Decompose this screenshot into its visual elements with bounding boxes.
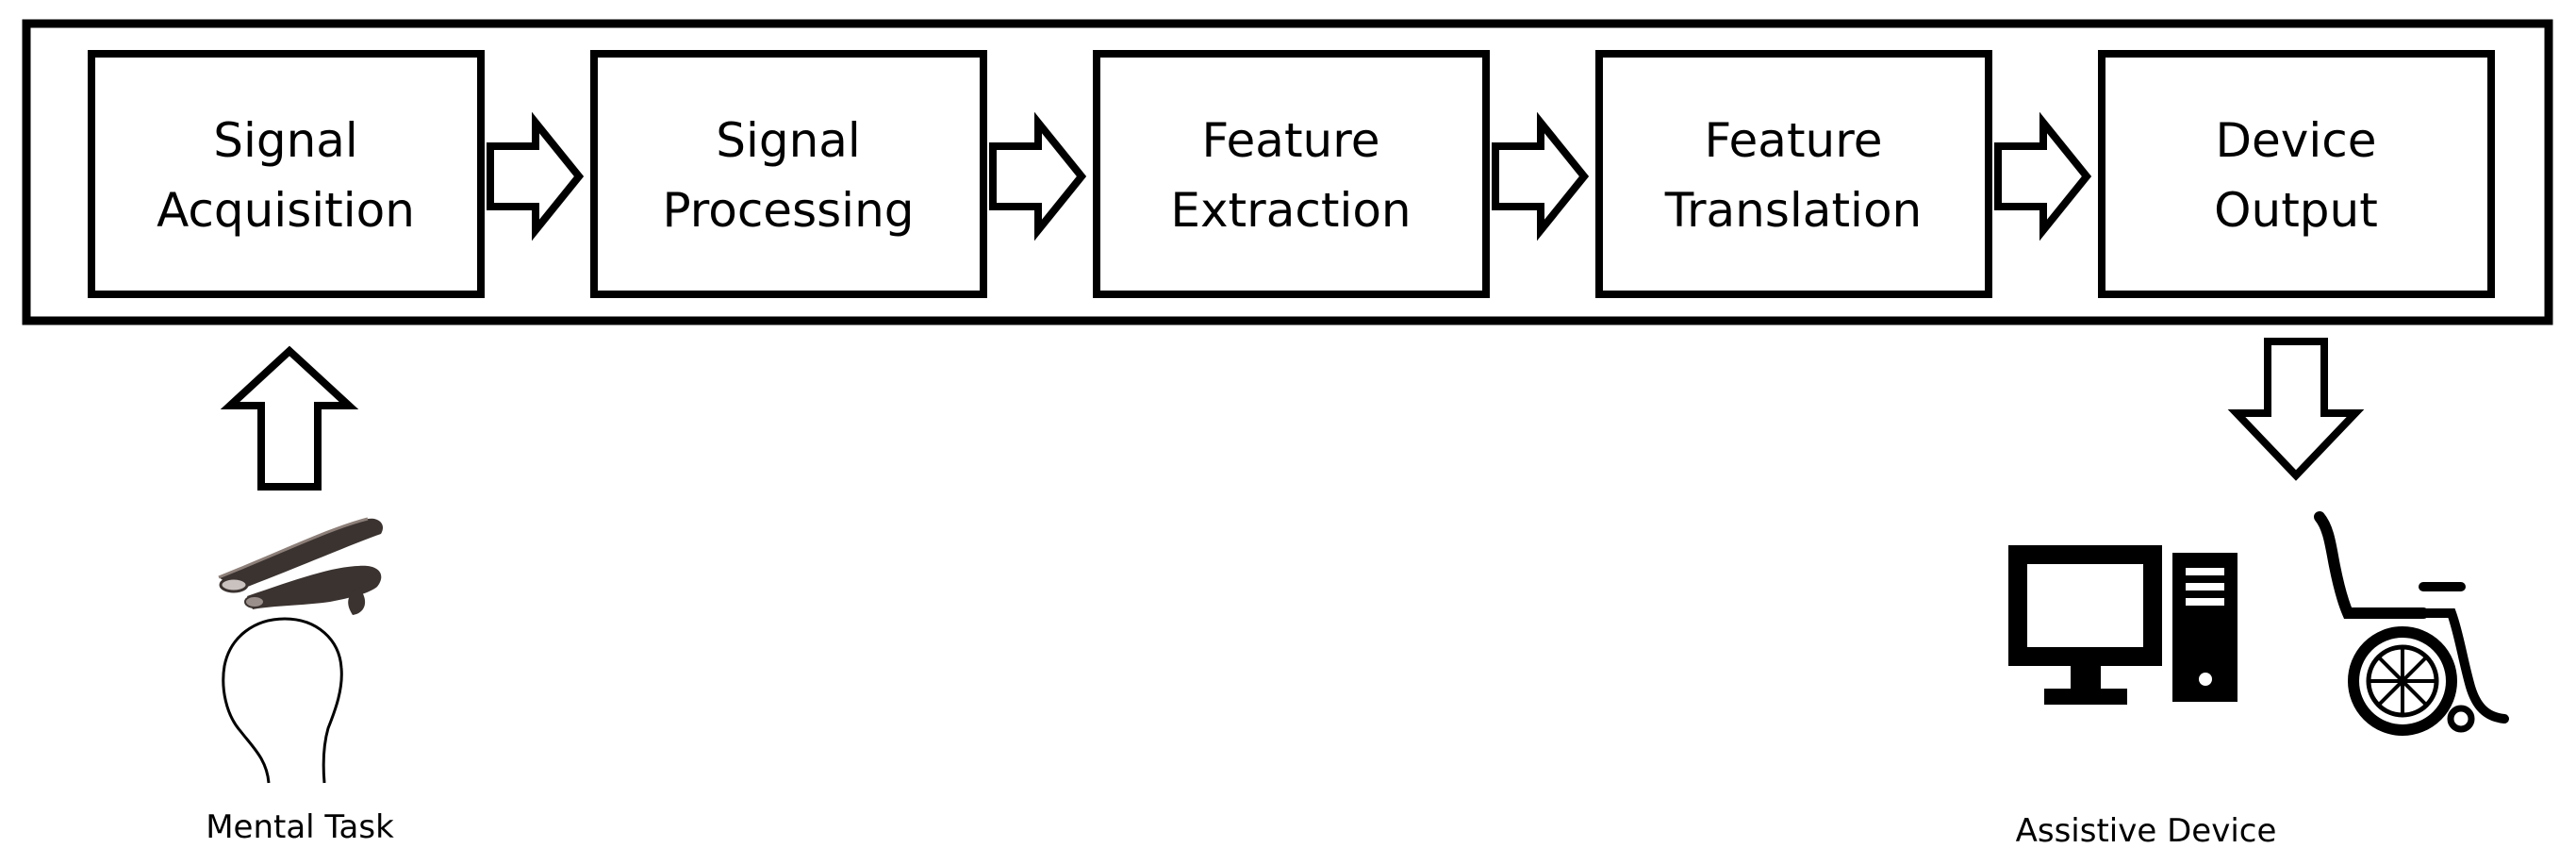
stage-box bbox=[1595, 50, 1992, 298]
arrow-right-icon bbox=[1492, 111, 1590, 241]
head-icon bbox=[222, 617, 343, 784]
pipeline-frame bbox=[22, 19, 2553, 325]
stage-label-line1: Signal bbox=[716, 113, 861, 168]
stage-box bbox=[2098, 50, 2495, 298]
stage-label-line2: Acquisition bbox=[157, 183, 415, 238]
stage-device-output: Device Output bbox=[2098, 50, 2495, 298]
stage-label-line1: Feature bbox=[1202, 113, 1380, 168]
stage-label-line2: Processing bbox=[663, 183, 915, 238]
stage-label-line2: Extraction bbox=[1170, 183, 1411, 238]
stage-box bbox=[590, 50, 987, 298]
wheelchair-icon bbox=[2314, 511, 2509, 736]
arrow-down-icon bbox=[2227, 338, 2365, 481]
stage-label-line2: Translation bbox=[1664, 183, 1922, 238]
arrow-up-icon bbox=[220, 345, 359, 491]
input-caption: Mental Task bbox=[206, 808, 394, 846]
computer-icon bbox=[2008, 545, 2237, 705]
stage-signal-processing: Signal Processing bbox=[590, 50, 987, 298]
stage-feature-extraction: Feature Extraction bbox=[1093, 50, 1490, 298]
stage-box bbox=[1093, 50, 1490, 298]
stage-box bbox=[88, 50, 485, 298]
stage-signal-acquisition: Signal Acquisition bbox=[88, 50, 485, 298]
eeg-headset-icon bbox=[218, 517, 384, 615]
arrow-right-icon bbox=[1994, 111, 2092, 241]
stage-label-line1: Feature bbox=[1705, 113, 1883, 168]
arrow-right-icon bbox=[487, 111, 585, 241]
arrow-right-icon bbox=[989, 111, 1087, 241]
stage-label-line2: Output bbox=[2214, 183, 2378, 238]
stage-label-line1: Signal bbox=[213, 113, 358, 168]
stage-feature-translation: Feature Translation bbox=[1595, 50, 1992, 298]
output-caption: Assistive Device bbox=[2016, 812, 2277, 850]
stage-label-line1: Device bbox=[2216, 113, 2377, 168]
